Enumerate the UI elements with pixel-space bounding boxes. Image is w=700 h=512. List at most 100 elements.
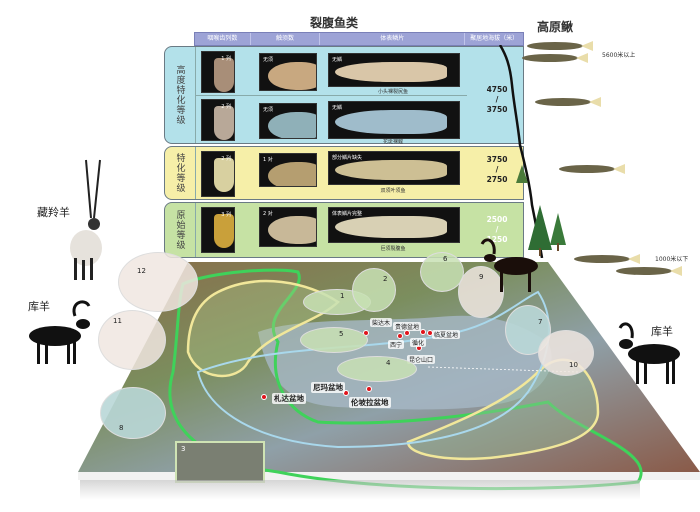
yellow-boundary bbox=[186, 279, 340, 378]
site-label: 临夏盆地 bbox=[432, 330, 461, 339]
table-header: 咽喉齿列数 触须数 体表鳞片 聚居地海拔（米） bbox=[194, 32, 524, 46]
altitude-low: 3750 bbox=[486, 105, 508, 114]
fish-head bbox=[268, 162, 316, 186]
callout-8[interactable]: 8 bbox=[100, 387, 166, 439]
callout-9[interactable]: 9 bbox=[458, 266, 504, 318]
basin-label-lunpola: 伦坡拉盆地 bbox=[349, 397, 391, 408]
scale-note: 体表鳞片完整 bbox=[332, 211, 363, 217]
loach-altitude-top: 5600米以上 bbox=[602, 52, 636, 59]
loach-fish-icon bbox=[559, 164, 625, 174]
basin-dot[interactable] bbox=[261, 394, 267, 400]
jaw-bone bbox=[214, 158, 234, 192]
argali-map-icon bbox=[480, 238, 538, 292]
species-caption: 小头裸裂尻鱼 bbox=[377, 89, 408, 95]
callout-10[interactable]: 10 bbox=[538, 330, 594, 376]
site-label: 贵德盆地 bbox=[393, 322, 422, 331]
scale-note: 部分鳞片缺失 bbox=[332, 155, 363, 161]
band-label: 原始等级 bbox=[174, 210, 185, 250]
callout-4[interactable]: 4 bbox=[337, 356, 417, 382]
band-primitive: 原始等级 3 列 2 对 体表鳞片完整 巨须裂腹鱼 2500 / 1250 bbox=[164, 202, 524, 258]
jaw-image: 1 列 bbox=[201, 51, 235, 93]
species-caption: 花斑裸鲤 bbox=[382, 139, 403, 145]
callout-number: 10 bbox=[569, 361, 578, 369]
jaw-bone bbox=[214, 106, 234, 140]
callout-11[interactable]: 11 bbox=[98, 310, 166, 370]
fish-body bbox=[335, 216, 447, 238]
fish-body bbox=[335, 62, 447, 82]
header-scales: 体表鳞片 bbox=[320, 33, 466, 45]
body-image: 体表鳞片完整 bbox=[328, 207, 460, 243]
loach-fish-icon bbox=[522, 53, 588, 63]
head-image: 1 对 bbox=[259, 153, 317, 187]
divider bbox=[195, 147, 196, 199]
callout-number: 4 bbox=[386, 359, 391, 367]
basin-label-zanda: 札达盆地 bbox=[272, 393, 306, 404]
site-dot[interactable] bbox=[420, 329, 426, 335]
tibetan-antelope-label: 藏羚羊 bbox=[37, 206, 70, 219]
loach-fish-icon bbox=[535, 97, 601, 107]
callout-number: 6 bbox=[443, 255, 448, 263]
jaw-bone bbox=[214, 214, 234, 248]
callout-number: 9 bbox=[479, 273, 484, 281]
barbel-count: 无须 bbox=[263, 107, 274, 113]
band-specialized: 特化等级 2 列 1 对 部分鳞片缺失 双须叶须鱼 3750 / 2750 bbox=[164, 146, 524, 200]
callout-number: 5 bbox=[339, 330, 344, 338]
argali-left-label: 库羊 bbox=[28, 300, 50, 313]
site-label: 柴达木 bbox=[370, 318, 393, 327]
barbel-count: 1 对 bbox=[263, 157, 273, 163]
altitude-low: 1250 bbox=[486, 235, 508, 244]
altitude-low: 2750 bbox=[486, 175, 508, 184]
basin-dot[interactable] bbox=[366, 386, 372, 392]
teeth-count: 2 列 bbox=[221, 156, 231, 162]
fish-body bbox=[335, 110, 447, 134]
loach-title: 高原鳅 bbox=[537, 20, 574, 34]
callout-number: 8 bbox=[119, 424, 124, 432]
header-altitude: 聚居地海拔（米） bbox=[470, 35, 519, 42]
head-image: 无须 bbox=[259, 53, 317, 91]
teeth-count: 2 列 bbox=[221, 104, 231, 110]
altitude-sep: / bbox=[495, 165, 499, 174]
jaw-image: 3 列 bbox=[201, 207, 235, 253]
callout-number: 12 bbox=[137, 267, 146, 275]
altitude-high: 2500 bbox=[486, 215, 508, 224]
callout-3[interactable]: 3 bbox=[175, 441, 265, 483]
site-dot[interactable] bbox=[397, 333, 403, 339]
argali-right-icon bbox=[618, 322, 680, 384]
loach-fish-icon bbox=[527, 41, 593, 51]
site-label: 昆仑山口 bbox=[407, 355, 436, 364]
barbel-count: 2 对 bbox=[263, 211, 273, 217]
map-shadow bbox=[80, 480, 640, 500]
barbel-count: 无须 bbox=[263, 57, 274, 63]
callout-number: 2 bbox=[383, 275, 388, 283]
basin-dot[interactable] bbox=[343, 390, 349, 396]
band-highly-specialized: 高度特化等级 1 列 无须 无鳞 小头裸裂尻鱼 2 列 无须 无鳞 花斑裸鲤 bbox=[164, 46, 524, 145]
altitude-range: 3750 / 2750 bbox=[469, 155, 525, 185]
callout-number: 7 bbox=[538, 318, 543, 326]
callout-12[interactable]: 12 bbox=[118, 252, 198, 312]
tree-icon bbox=[516, 165, 566, 256]
callout-number: 3 bbox=[181, 445, 186, 453]
fish-head bbox=[268, 62, 316, 90]
jaw-image: 2 列 bbox=[201, 151, 235, 197]
scale-note: 无鳞 bbox=[332, 57, 343, 63]
callout-number: 1 bbox=[340, 292, 345, 300]
altitude-range: 2500 / 1250 bbox=[469, 215, 525, 245]
species-caption: 巨须裂腹鱼 bbox=[380, 246, 406, 252]
divider bbox=[195, 95, 467, 96]
head-image: 无须 bbox=[259, 103, 317, 139]
callout-2[interactable]: 2 bbox=[352, 268, 396, 312]
body-image: 无鳞 bbox=[328, 53, 460, 87]
mountain-profile bbox=[498, 45, 566, 258]
green-boundary bbox=[168, 268, 643, 491]
callout-6[interactable]: 6 bbox=[420, 252, 464, 292]
basin-label-nima: 尼玛盆地 bbox=[311, 382, 345, 393]
callout-5[interactable]: 5 bbox=[300, 327, 368, 353]
loach-fish-icon bbox=[616, 266, 682, 276]
species-caption: 双须叶须鱼 bbox=[380, 188, 406, 194]
head-image: 2 对 bbox=[259, 207, 317, 247]
altitude-sep: / bbox=[495, 225, 499, 234]
site-label: 西宁 bbox=[388, 340, 405, 349]
band-label: 特化等级 bbox=[174, 153, 185, 193]
altitude-sep: / bbox=[495, 95, 499, 104]
loach-fish-icon bbox=[574, 254, 640, 264]
